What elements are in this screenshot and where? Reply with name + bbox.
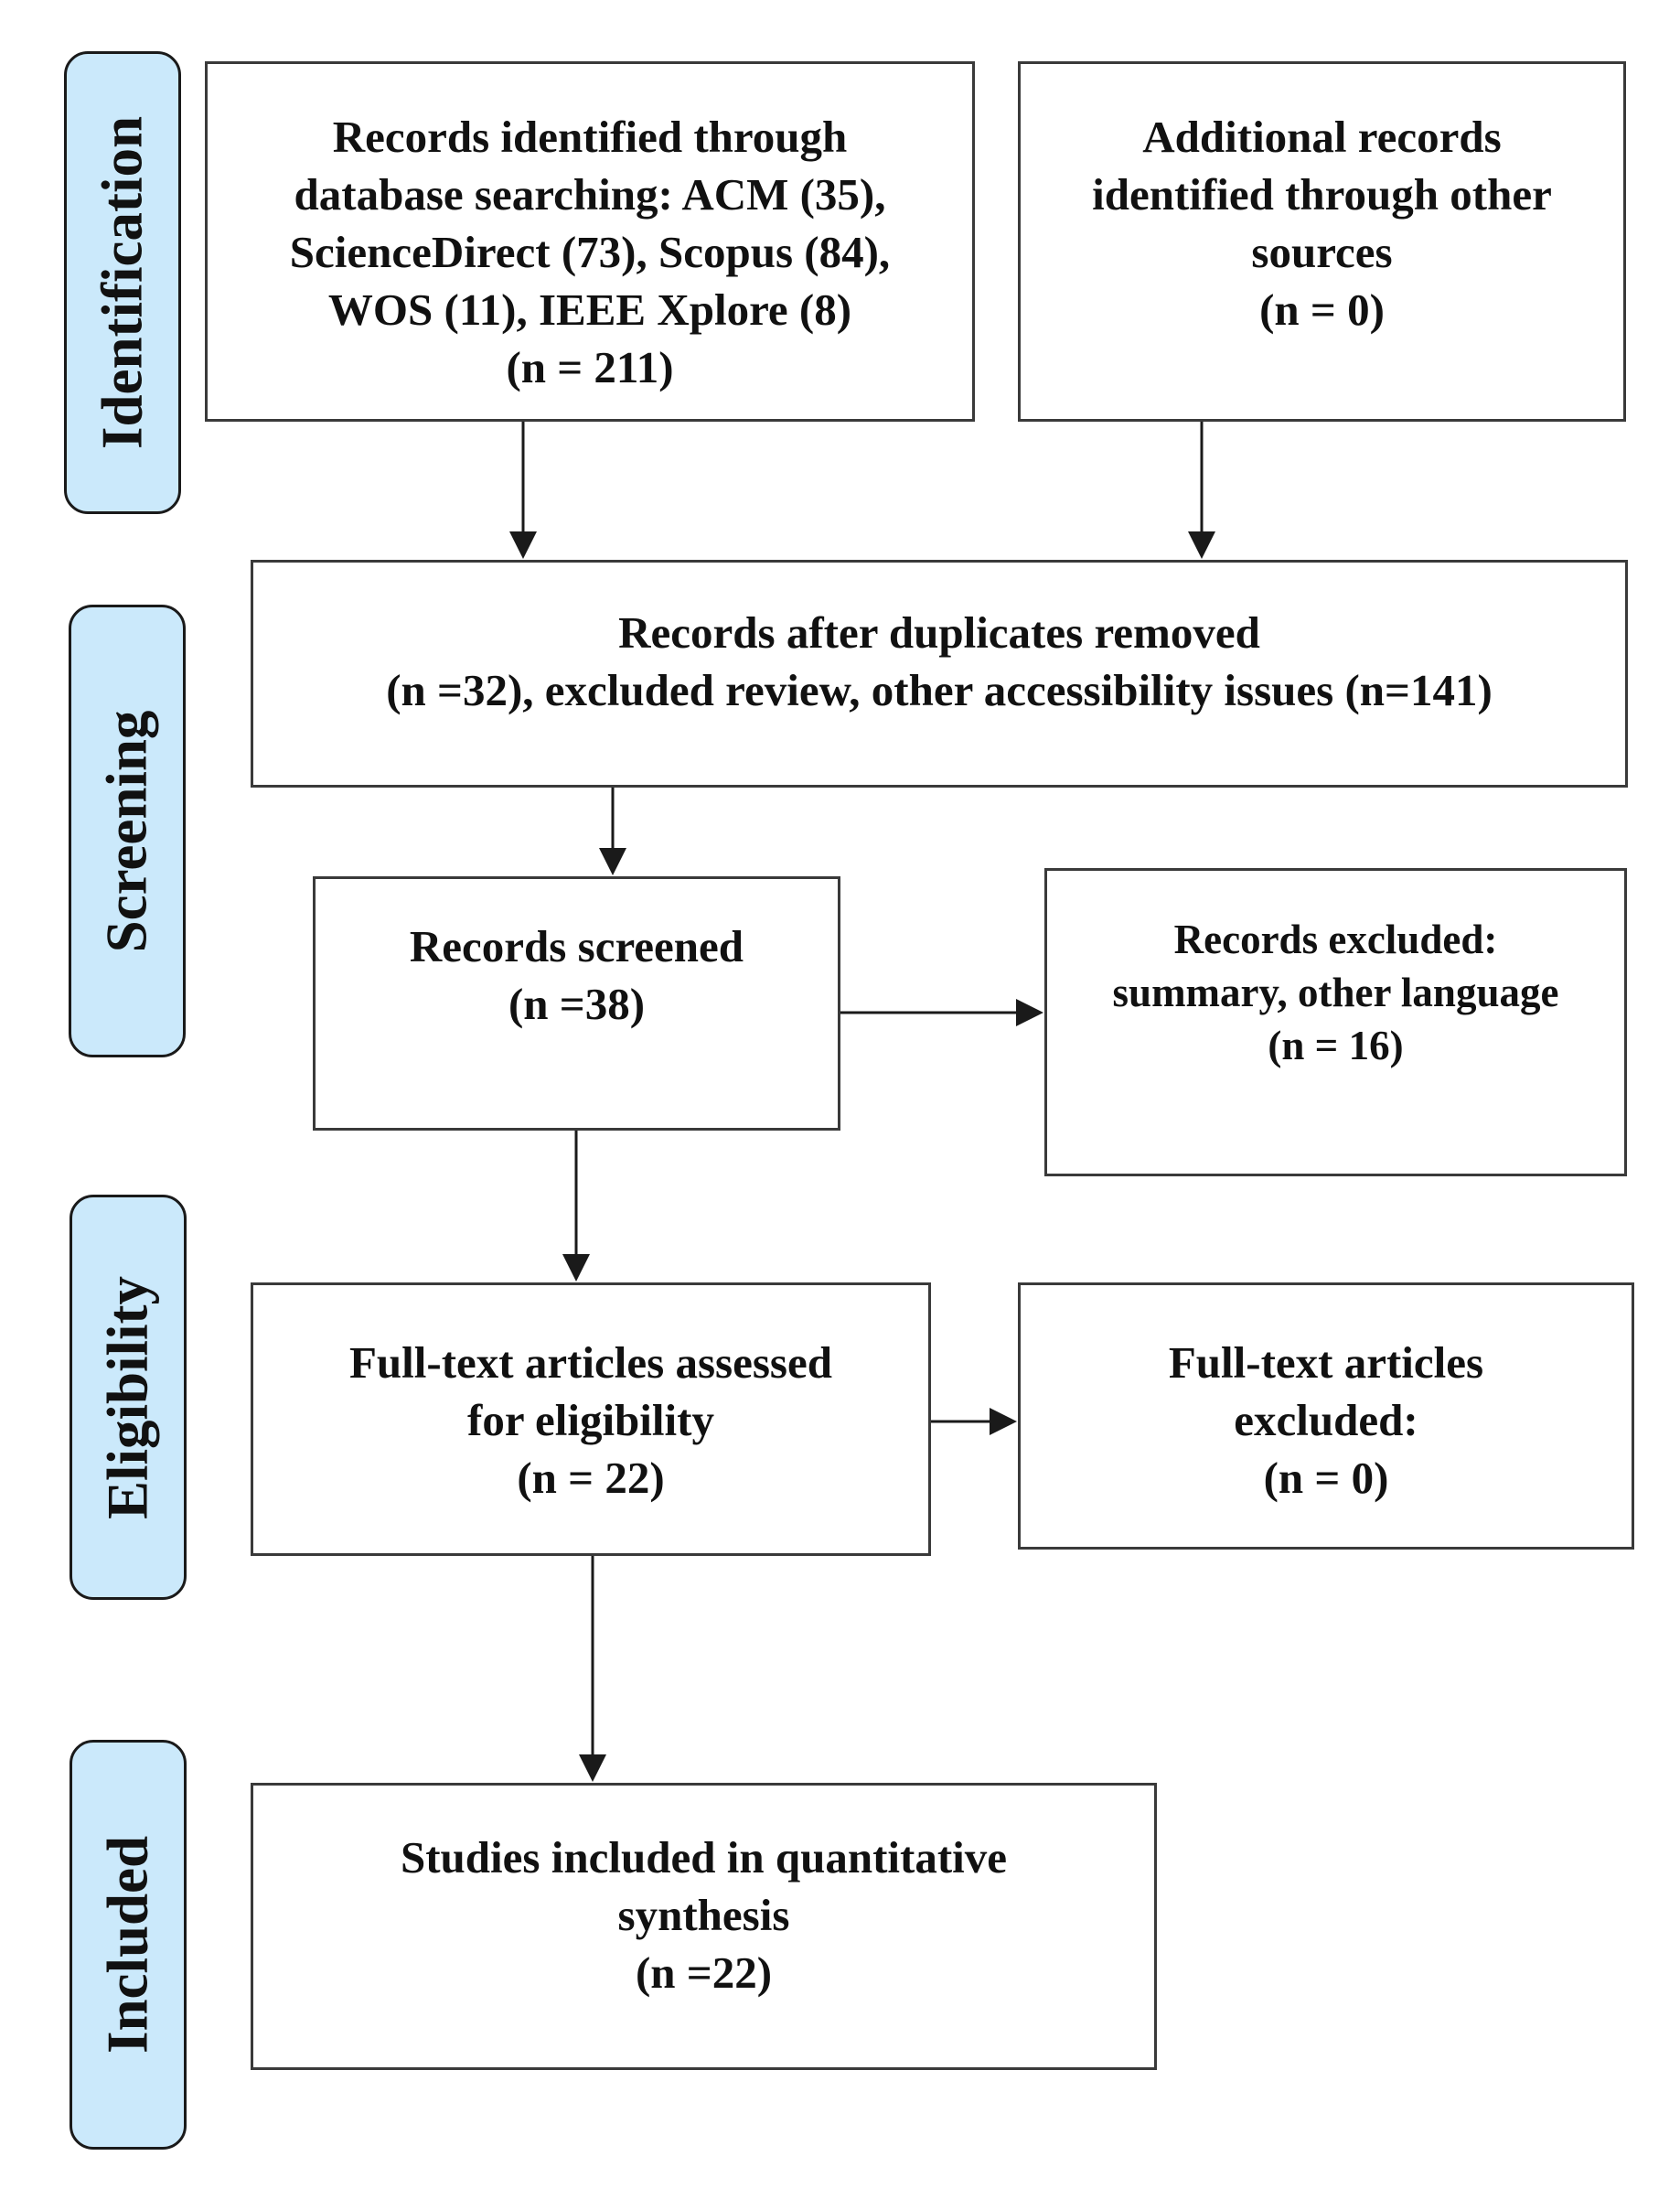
box-text-line: WOS (11), IEEE Xplore (8) — [327, 284, 852, 335]
box-database-search: Records identified through database sear… — [205, 61, 975, 422]
box-text-line: (n =38) — [508, 979, 646, 1029]
box-text-line: Records identified through — [332, 112, 848, 162]
box-text-line: (n =32), excluded review, other accessib… — [386, 665, 1493, 715]
box-text-line: synthesis — [617, 1890, 790, 1940]
box-text-line: excluded: — [1234, 1395, 1418, 1445]
box-text-line: database searching: ACM (35), — [294, 169, 886, 220]
box-text-line: (n = 0) — [1263, 1453, 1389, 1503]
box-other-sources: Additional records identified through ot… — [1018, 61, 1626, 422]
box-records-excluded: Records excluded: summary, other languag… — [1044, 868, 1627, 1176]
box-text-line: (n =22) — [635, 1947, 773, 1998]
phase-eligibility: Eligibility — [70, 1195, 187, 1600]
box-text-line: (n = 0) — [1259, 284, 1385, 335]
box-text-line: summary, other language — [1112, 970, 1559, 1015]
box-text-line: for eligibility — [467, 1395, 714, 1445]
box-text-line: (n = 22) — [517, 1453, 665, 1503]
box-text-line: Records after duplicates removed — [618, 607, 1260, 658]
box-text-line: Records excluded: — [1173, 917, 1498, 962]
box-text-line: Additional records — [1142, 112, 1502, 162]
box-records-screened: Records screened (n =38) — [313, 876, 840, 1131]
phase-screening: Screening — [69, 605, 186, 1057]
box-fulltext-assessed: Full-text articles assessed for eligibil… — [251, 1282, 931, 1556]
box-duplicates-removed: Records after duplicates removed (n =32)… — [251, 560, 1628, 788]
box-text-line: Full-text articles — [1168, 1337, 1484, 1388]
phase-included: Included — [70, 1740, 187, 2150]
box-text-line: (n = 16) — [1268, 1023, 1404, 1068]
box-text-line: (n = 211) — [506, 342, 674, 392]
box-text-line: sources — [1251, 227, 1393, 277]
box-fulltext-excluded: Full-text articles excluded: (n = 0) — [1018, 1282, 1634, 1550]
box-text-line: ScienceDirect (73), Scopus (84), — [289, 227, 891, 277]
phase-identification: Identification — [64, 51, 181, 514]
box-text-line: Studies included in quantitative — [400, 1832, 1008, 1883]
box-text-line: identified through other — [1092, 169, 1552, 220]
box-studies-included: Studies included in quantitative synthes… — [251, 1783, 1157, 2070]
box-text-line: Full-text articles assessed — [349, 1337, 832, 1388]
box-text-line: Records screened — [409, 921, 744, 971]
